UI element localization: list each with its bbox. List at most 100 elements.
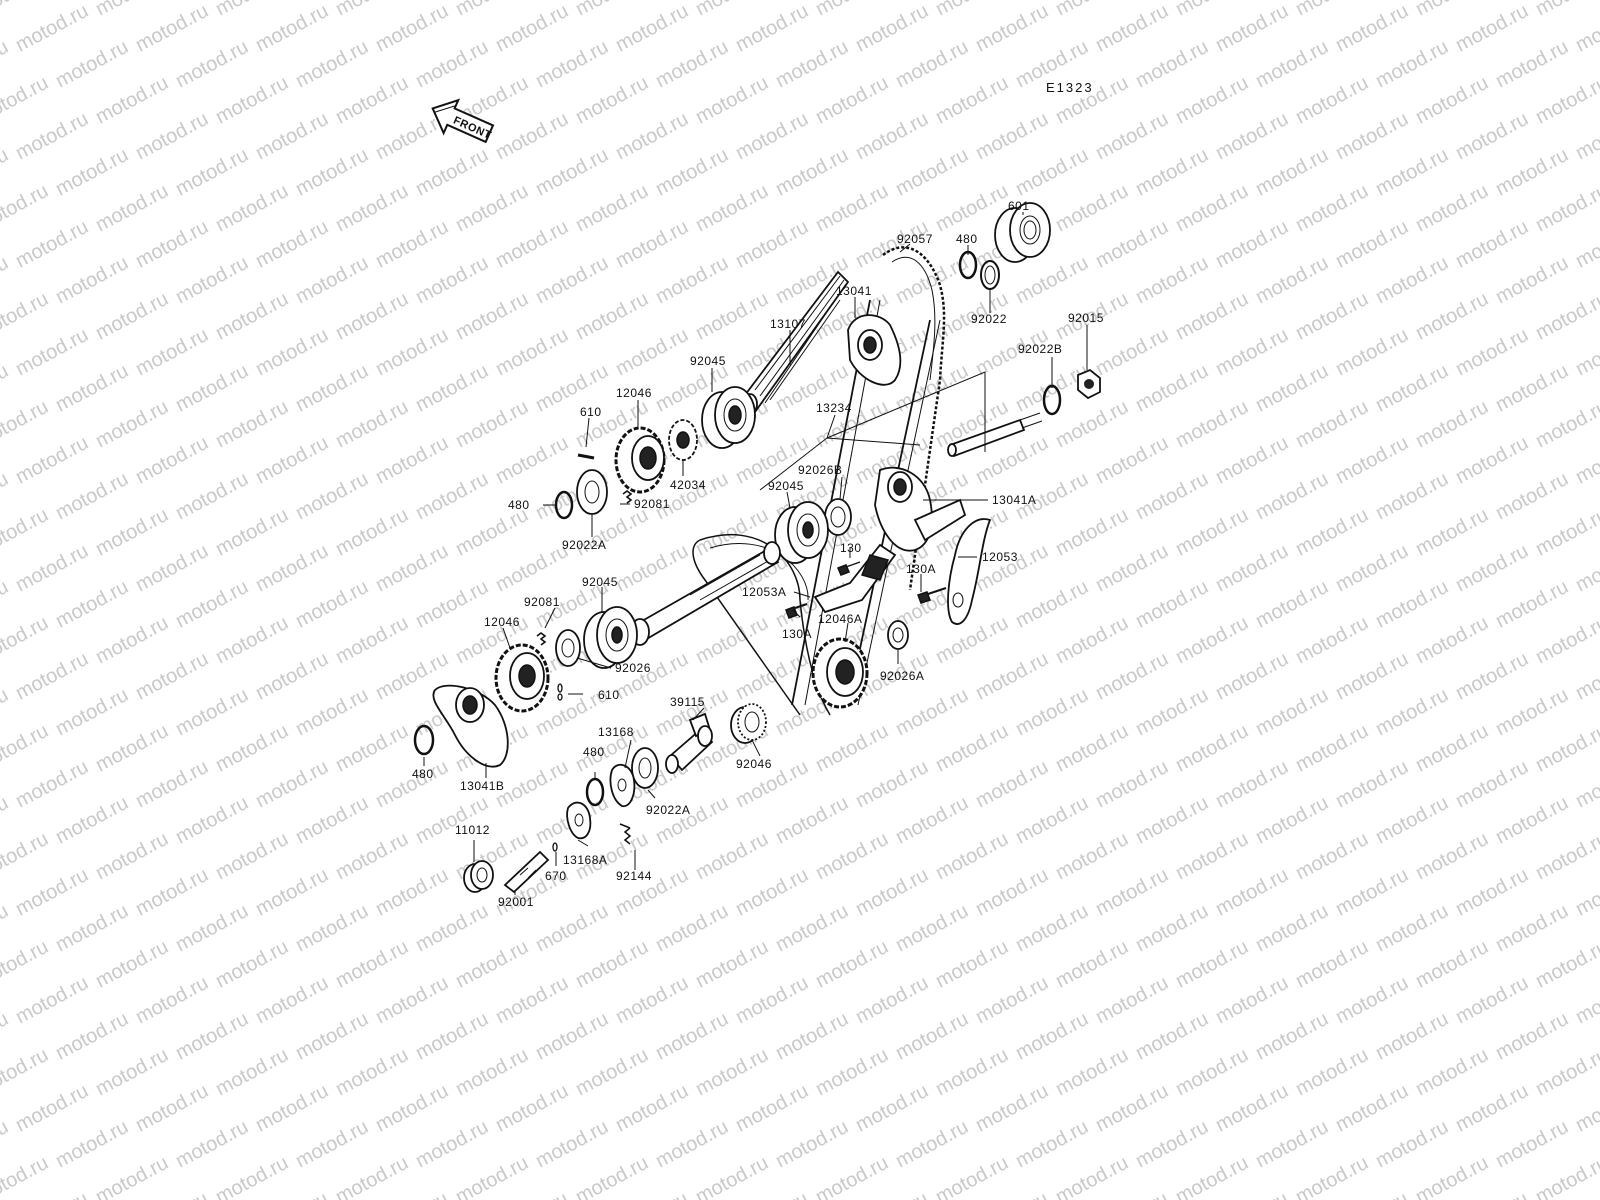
diagram-code: E1323: [1046, 80, 1094, 95]
watermark-text: motod.ru: [172, 1116, 252, 1172]
callout-13041: 13041: [836, 284, 872, 298]
watermark-text: motod.ru: [52, 900, 132, 956]
watermark-text: motod.ru: [132, 864, 212, 920]
watermark-text: motod.ru: [1012, 576, 1092, 632]
callout-13168a: 13168A: [563, 853, 607, 867]
watermark-text: motod.ru: [1132, 360, 1212, 416]
watermark-text: motod.ru: [612, 540, 692, 596]
watermark-text: motod.ru: [332, 828, 412, 884]
watermark-text: motod.ru: [372, 216, 452, 272]
watermark-text: motod.ru: [732, 1080, 812, 1136]
callout-601: 601: [1008, 199, 1030, 213]
plate-13168: [609, 763, 636, 807]
watermark-text: motod.ru: [252, 648, 332, 704]
watermark-text: motod.ru: [1292, 828, 1372, 884]
watermark-text: motod.ru: [692, 612, 772, 668]
watermark-text: motod.ru: [1052, 612, 1132, 668]
watermark-text: motod.ru: [332, 1044, 412, 1100]
watermark-text: motod.ru: [0, 72, 52, 128]
watermark-text: motod.ru: [0, 1008, 12, 1064]
watermark-text: motod.ru: [1092, 108, 1172, 164]
watermark-text: motod.ru: [12, 324, 92, 380]
watermark-text: motod.ru: [52, 684, 132, 740]
watermark-text: motod.ru: [892, 684, 972, 740]
watermark-text: motod.ru: [732, 1188, 812, 1200]
watermark-text: motod.ru: [1132, 144, 1212, 200]
watermark-text: motod.ru: [532, 1116, 612, 1172]
watermark-text: motod.ru: [172, 144, 252, 200]
watermark-text: motod.ru: [1372, 576, 1452, 632]
watermark-text: motod.ru: [212, 0, 292, 20]
watermark-text: motod.ru: [1532, 504, 1600, 560]
watermark-text: motod.ru: [332, 396, 412, 452]
pin-610-upper: [577, 453, 595, 460]
watermark-text: motod.ru: [412, 1116, 492, 1172]
spring-92081-lower: [536, 632, 547, 646]
watermark-text: motod.ru: [852, 864, 932, 920]
watermark-text: motod.ru: [692, 1152, 772, 1200]
callout-13168: 13168: [598, 725, 634, 739]
watermark-text: motod.ru: [812, 1044, 892, 1100]
watermark-text: motod.ru: [1452, 756, 1532, 812]
watermark-text: motod.ru: [132, 0, 212, 56]
watermark-text: motod.ru: [1132, 1116, 1212, 1172]
bearing-601: [994, 202, 1051, 263]
callout-12046a: 12046A: [818, 612, 862, 626]
watermark-text: motod.ru: [532, 252, 612, 308]
watermark-text: motod.ru: [492, 432, 572, 488]
watermark-text: motod.ru: [932, 0, 1012, 20]
watermark-text: motod.ru: [1292, 936, 1372, 992]
watermark-text: motod.ru: [1572, 648, 1600, 704]
watermark-text: motod.ru: [1572, 0, 1600, 56]
watermark-text: motod.ru: [172, 36, 252, 92]
watermark-text: motod.ru: [1172, 936, 1252, 992]
watermark-text: motod.ru: [652, 1116, 732, 1172]
callout-11012: 11012: [455, 823, 490, 837]
watermark-text: motod.ru: [12, 756, 92, 812]
watermark-text: motod.ru: [1092, 1080, 1172, 1136]
watermark-text: motod.ru: [932, 72, 1012, 128]
bushing-11012: [463, 860, 494, 893]
callout-92022: 92022: [971, 312, 1007, 326]
watermark-text: motod.ru: [1372, 1116, 1452, 1172]
watermark-text: motod.ru: [92, 1044, 172, 1100]
watermark-text: motod.ru: [212, 828, 292, 884]
watermark-text: motod.ru: [852, 108, 932, 164]
washer-92026: [555, 629, 581, 667]
watermark-text: motod.ru: [932, 612, 1012, 668]
watermark-text: motod.ru: [492, 0, 572, 56]
watermark-text: motod.ru: [1372, 684, 1452, 740]
watermark-text: motod.ru: [412, 468, 492, 524]
watermark-text: motod.ru: [452, 0, 532, 20]
watermark-text: motod.ru: [0, 684, 12, 740]
watermark-text: motod.ru: [732, 972, 812, 1028]
watermark-text: motod.ru: [1452, 540, 1532, 596]
watermark-text: motod.ru: [92, 1152, 172, 1200]
watermark-text: motod.ru: [292, 468, 372, 524]
watermark-text: motod.ru: [12, 0, 92, 56]
watermark-text: motod.ru: [1052, 936, 1132, 992]
watermark-text: motod.ru: [332, 936, 412, 992]
watermark-text: motod.ru: [332, 288, 412, 344]
watermark-text: motod.ru: [1092, 648, 1172, 704]
watermark-text: motod.ru: [1252, 252, 1332, 308]
bolt-130: [837, 561, 861, 576]
watermark-text: motod.ru: [132, 216, 212, 272]
watermark-text: motod.ru: [212, 72, 292, 128]
watermark-text: motod.ru: [1332, 0, 1412, 56]
watermark-text: motod.ru: [412, 576, 492, 632]
callout-130a-right: 130A: [906, 562, 936, 576]
watermark-text: motod.ru: [12, 216, 92, 272]
watermark-text: motod.ru: [1492, 36, 1572, 92]
watermark-text: motod.ru: [812, 936, 892, 992]
watermark-text: motod.ru: [772, 144, 852, 200]
watermark-text: motod.ru: [372, 756, 452, 812]
watermark-text: motod.ru: [92, 396, 172, 452]
watermark-text: motod.ru: [0, 828, 52, 884]
watermark-text: motod.ru: [412, 360, 492, 416]
watermark-text: motod.ru: [452, 396, 532, 452]
watermark-text: motod.ru: [12, 108, 92, 164]
watermark-text: motod.ru: [1452, 0, 1532, 56]
callout-92057: 92057: [897, 232, 933, 246]
watermark-text: motod.ru: [852, 972, 932, 1028]
